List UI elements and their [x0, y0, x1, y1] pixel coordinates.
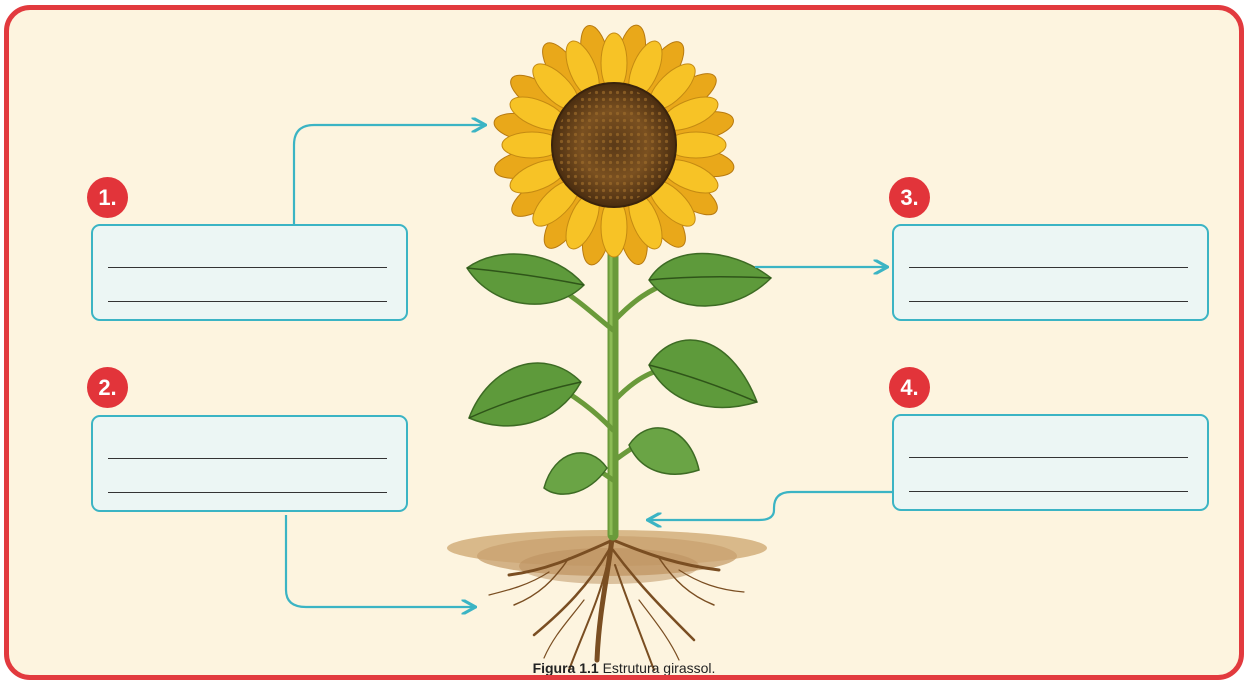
figure-caption: Figura 1.1 Estrutura girassol. [9, 660, 1239, 676]
arrow-1 [292, 125, 484, 225]
connector-arrows [284, 125, 894, 607]
label-1-badge: 1. [87, 177, 128, 218]
label-1-answer-box[interactable] [91, 224, 408, 321]
answer-line [909, 457, 1188, 458]
answer-line [909, 491, 1188, 492]
answer-line [909, 301, 1188, 302]
figure-caption-text: Estrutura girassol. [602, 660, 716, 676]
answer-line [108, 492, 387, 493]
sunflower-head [493, 24, 735, 266]
roots [488, 527, 745, 671]
answer-line [108, 301, 387, 302]
figure-caption-label: Figura 1.1 [532, 660, 599, 676]
label-4-badge: 4. [889, 367, 930, 408]
answer-line [909, 267, 1188, 268]
label-3-answer-box[interactable] [892, 224, 1209, 321]
answer-line [108, 458, 387, 459]
arrow-4 [649, 490, 894, 520]
label-2-badge: 2. [87, 367, 128, 408]
label-3-badge: 3. [889, 177, 930, 218]
sunflower-illustration [284, 24, 894, 671]
label-2-answer-box[interactable] [91, 415, 408, 512]
worksheet-card: 1. 2. 3. 4. Figura 1.1 Estrutura girasso… [4, 5, 1244, 680]
label-4-answer-box[interactable] [892, 414, 1209, 511]
answer-line [108, 267, 387, 268]
leaves [465, 252, 773, 495]
arrow-2 [284, 515, 474, 607]
